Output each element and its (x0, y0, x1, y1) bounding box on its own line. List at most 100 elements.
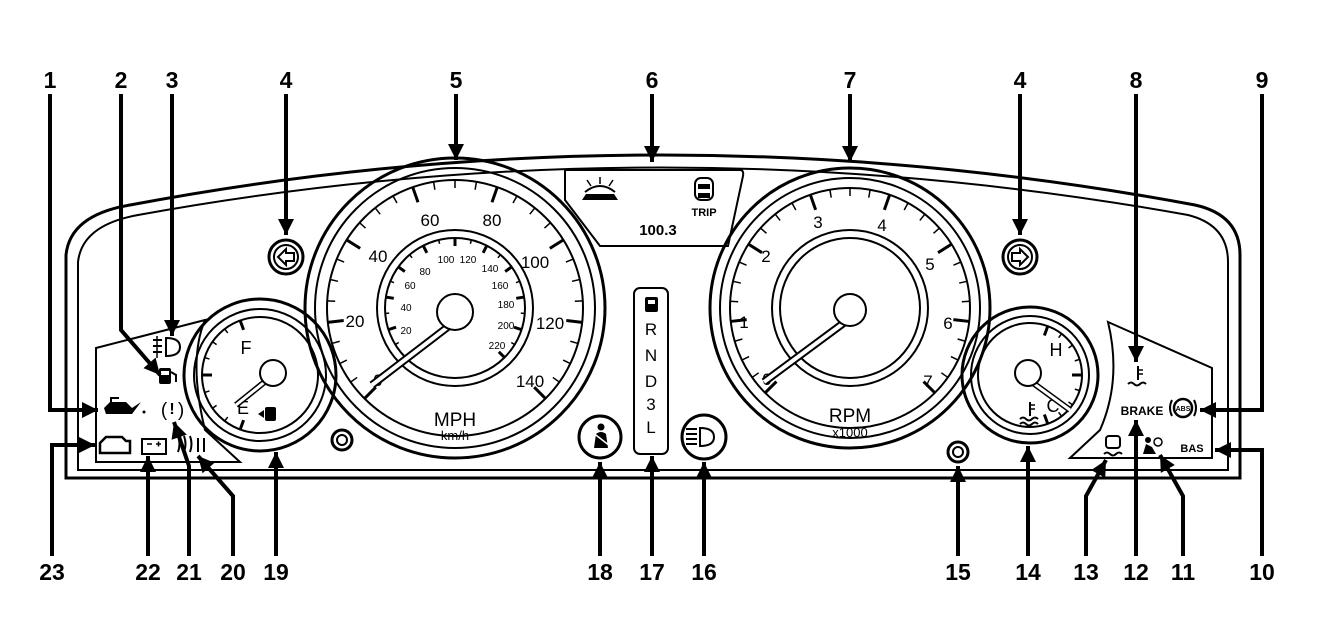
tachometer-tick (937, 242, 953, 254)
callout-number: 12 (1123, 559, 1149, 585)
tachometer-tick (808, 194, 818, 211)
kmh-tick (497, 254, 502, 259)
tachometer-tick (738, 261, 747, 266)
callout-number: 5 (450, 67, 463, 93)
tach-tick-label: 5 (925, 255, 934, 274)
trip-reset-knob (330, 428, 354, 452)
speedometer-tick (330, 278, 339, 283)
tachometer-bezel (708, 166, 992, 450)
leader-arrowhead (842, 146, 858, 162)
speedometer-tick (566, 319, 583, 324)
leader-arrowhead (644, 146, 660, 162)
speedometer-tick (474, 181, 478, 190)
left-turn-signal-icon (267, 238, 305, 276)
gear-label: L (646, 418, 655, 437)
tach-tick-label: 2 (761, 247, 770, 266)
seatbelt-warning-icon (577, 414, 623, 460)
tachometer-tick (764, 380, 778, 394)
kmh-tick (397, 265, 406, 273)
kmh-tick-label: 180 (498, 300, 515, 311)
fuel-gauge-tick (212, 404, 218, 409)
fuel-pump-icon (258, 407, 276, 421)
tachometer-sub-unit: x1000 (832, 425, 867, 440)
kmh-tick-label: 160 (492, 281, 509, 292)
leader-line (50, 443, 95, 556)
tachometer-tick (760, 227, 767, 234)
leader-arrowhead (1215, 442, 1231, 458)
speedometer-tick (552, 376, 560, 383)
front-fog-lamp-icon (153, 336, 182, 358)
park-icon (645, 297, 658, 312)
kmh-tick (510, 341, 516, 346)
kmh-tick-label: 80 (419, 267, 431, 278)
temperature-gauge-tick (1042, 413, 1050, 425)
high-beam-icon (680, 413, 728, 461)
leader-arrowhead (171, 422, 187, 440)
callout-number: 7 (844, 67, 857, 93)
leader-arrowhead (950, 466, 966, 482)
leader-arrowhead (164, 320, 180, 336)
fuel-gauge-tick (238, 419, 245, 431)
tachometer-tick (751, 372, 760, 379)
callout-number: 20 (220, 559, 246, 585)
callout-number: 23 (39, 559, 65, 585)
odometer-value: 100.3 (639, 222, 677, 239)
odometer-display: TRIP 100.3 (564, 169, 745, 247)
temperature-gauge-tick (1068, 401, 1074, 406)
speedometer-tick (345, 238, 361, 250)
mph-tick-label: 80 (483, 211, 502, 230)
abs-warning-icon: ABS (1169, 397, 1197, 419)
speedometer-tick (543, 222, 551, 229)
callout-number: 2 (115, 67, 128, 93)
kmh-tick-label: 40 (400, 303, 412, 314)
low-coolant-icon (1127, 366, 1147, 387)
svg-text:): ) (178, 400, 184, 421)
leader-arrowhead (198, 456, 215, 474)
tachometer-tick (882, 194, 892, 211)
kmh-tick (481, 244, 489, 254)
speedometer-tick (533, 386, 547, 400)
speedometer-tick (327, 319, 344, 324)
kmh-tick (515, 280, 520, 284)
low-fuel-icon (159, 368, 177, 384)
temperature-gauge-tick-marks (1042, 325, 1082, 425)
speedometer-tick (374, 207, 381, 215)
speedometer-needle (369, 293, 474, 389)
speedometer-tick (336, 258, 345, 263)
fuel-gauge-tick (204, 356, 210, 360)
callout-number: 13 (1073, 559, 1099, 585)
speedometer-tick (363, 386, 377, 400)
brake-warning-icon: ( ) ! (161, 400, 184, 421)
callout-number: 3 (166, 67, 179, 93)
callout-number: 14 (1015, 559, 1041, 585)
leader-arrowhead (140, 456, 156, 472)
leader-line (48, 94, 98, 412)
temperature-gauge-tick (1058, 411, 1063, 417)
callout-number: 4 (280, 67, 293, 93)
tachometer-tick (829, 189, 832, 198)
callout-number: 9 (1256, 67, 1269, 93)
tachometer-tick (959, 280, 968, 284)
fuel-gauge-tick-marks (202, 319, 245, 431)
bottom-callouts: 23 22 21 20 19 18 17 16 15 14 13 12 11 1… (39, 559, 1275, 585)
speedometer-unit: MPH (434, 410, 476, 431)
temperature-gauge-tick (1074, 358, 1080, 362)
leader-line (119, 94, 162, 377)
speedometer-tick (359, 222, 367, 229)
gear-label: N (645, 346, 657, 365)
temperature-gauge: H C (960, 305, 1100, 445)
speedometer-tick (411, 186, 420, 203)
callout-number: 19 (263, 559, 289, 585)
kmh-tick (394, 341, 400, 346)
speedometer-tick (570, 340, 579, 345)
tachometer-tick (730, 318, 747, 323)
callout-number: 18 (587, 559, 613, 585)
fuel-gauge-tick (238, 319, 245, 331)
kmh-tick-label: 120 (460, 255, 477, 266)
tachometer-needle (761, 293, 867, 386)
tach-tick-label: 6 (943, 314, 952, 333)
leader-arrowhead (1160, 455, 1175, 473)
tachometer: 0 1 2 3 4 5 6 7 RPM x1000 (708, 166, 992, 450)
fuel-gauge-tick (204, 390, 210, 394)
kmh-tick-label: 140 (482, 264, 499, 275)
